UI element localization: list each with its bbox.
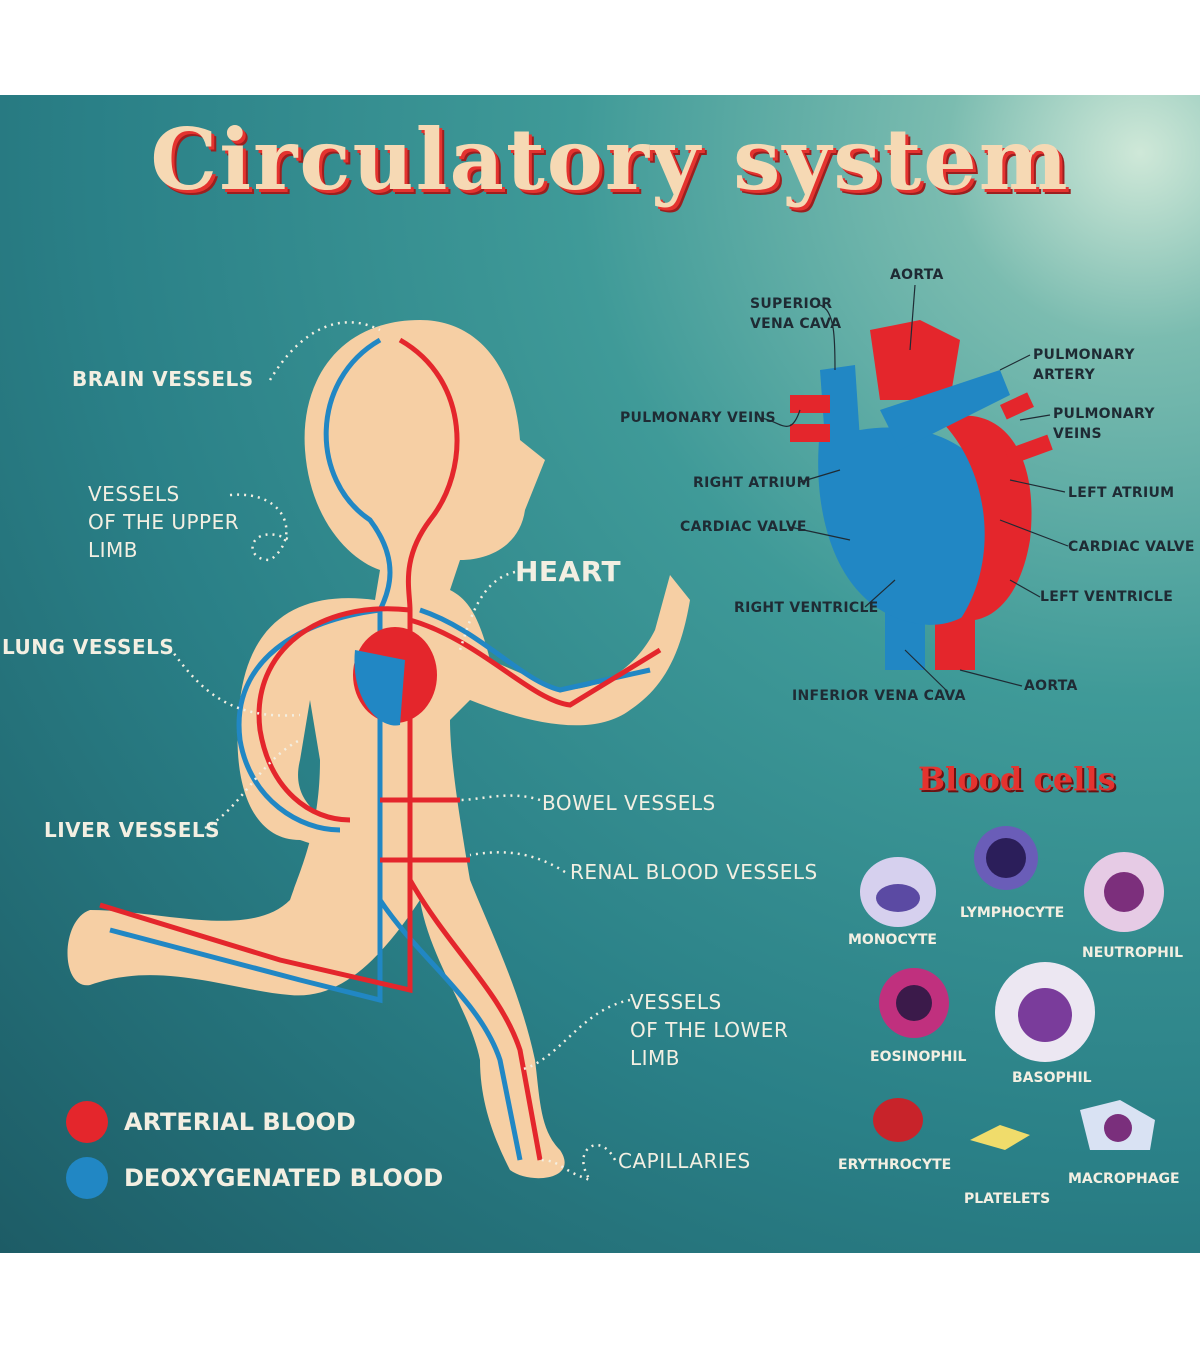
cell-label: NEUTROPHIL: [1082, 945, 1183, 961]
legend-deoxygenated: DEOXYGENATED BLOOD: [66, 1157, 443, 1199]
blood-cell-graphics: [860, 826, 1164, 1150]
background-panel: [0, 95, 1200, 1253]
page-title: Circulatory system: [150, 110, 1070, 209]
legend-red-dot: [66, 1101, 108, 1143]
label-right-atrium: RIGHT ATRIUM: [693, 475, 811, 491]
label-renal-vessels: RENAL BLOOD VESSELS: [570, 860, 818, 884]
label-liver-vessels: LIVER VESSELS: [44, 818, 221, 842]
label-lung-vessels: LUNG VESSELS: [2, 635, 175, 659]
label-capillaries: CAPILLARIES: [618, 1149, 751, 1173]
legend-blue-dot: [66, 1157, 108, 1199]
cell-label: MACROPHAGE: [1068, 1171, 1180, 1187]
label-cardiac-valve-right: CARDIAC VALVE: [1068, 539, 1195, 555]
label-pulmonary-artery: PULMONARY ARTERY: [1033, 347, 1135, 383]
cell-label: EOSINOPHIL: [870, 1049, 967, 1065]
cell-label: LYMPHOCYTE: [960, 905, 1065, 921]
label-cardiac-valve-left: CARDIAC VALVE: [680, 519, 807, 535]
label-superior-vena-cava: SUPERIOR VENA CAVA: [750, 296, 842, 332]
label-bowel-vessels: BOWEL VESSELS: [542, 791, 716, 815]
label-aorta-bottom: AORTA: [1024, 678, 1078, 694]
label-upper-limb-vessels: VESSELS OF THE UPPER LIMB: [88, 482, 240, 562]
label-heart: HEART: [515, 555, 622, 588]
label-lower-limb-vessels: VESSELS OF THE LOWER LIMB: [630, 990, 789, 1070]
red-vessels: [99, 337, 662, 1161]
label-brain-vessels: BRAIN VESSELS: [72, 367, 254, 391]
cell-label: MONOCYTE: [848, 932, 937, 948]
heart-diagram: [790, 320, 1053, 670]
leader-lines: [168, 321, 631, 1183]
heart-leader-lines: [759, 284, 1069, 693]
legend-label: DEOXYGENATED BLOOD: [124, 1164, 444, 1192]
label-inferior-vena-cava: INFERIOR VENA CAVA: [792, 688, 966, 704]
cell-label: BASOPHIL: [1012, 1070, 1092, 1086]
label-aorta-top: AORTA: [890, 267, 944, 283]
legend-label: ARTERIAL BLOOD: [124, 1108, 356, 1136]
blue-vessels: [109, 337, 651, 1161]
label-pulmonary-veins-left: PULMONARY VEINS: [620, 410, 776, 426]
cell-label: ERYTHROCYTE: [838, 1157, 952, 1173]
legend-arterial: ARTERIAL BLOOD: [66, 1101, 356, 1143]
label-left-atrium: LEFT ATRIUM: [1068, 485, 1175, 501]
label-right-ventricle: RIGHT VENTRICLE: [734, 600, 879, 616]
blood-cells-title: Blood cells: [918, 760, 1116, 798]
cell-label: PLATELETS: [964, 1191, 1051, 1207]
label-pulmonary-veins-right: PULMONARY VEINS: [1053, 406, 1155, 442]
body-heart: [353, 627, 437, 726]
label-left-ventricle: LEFT VENTRICLE: [1040, 589, 1174, 605]
